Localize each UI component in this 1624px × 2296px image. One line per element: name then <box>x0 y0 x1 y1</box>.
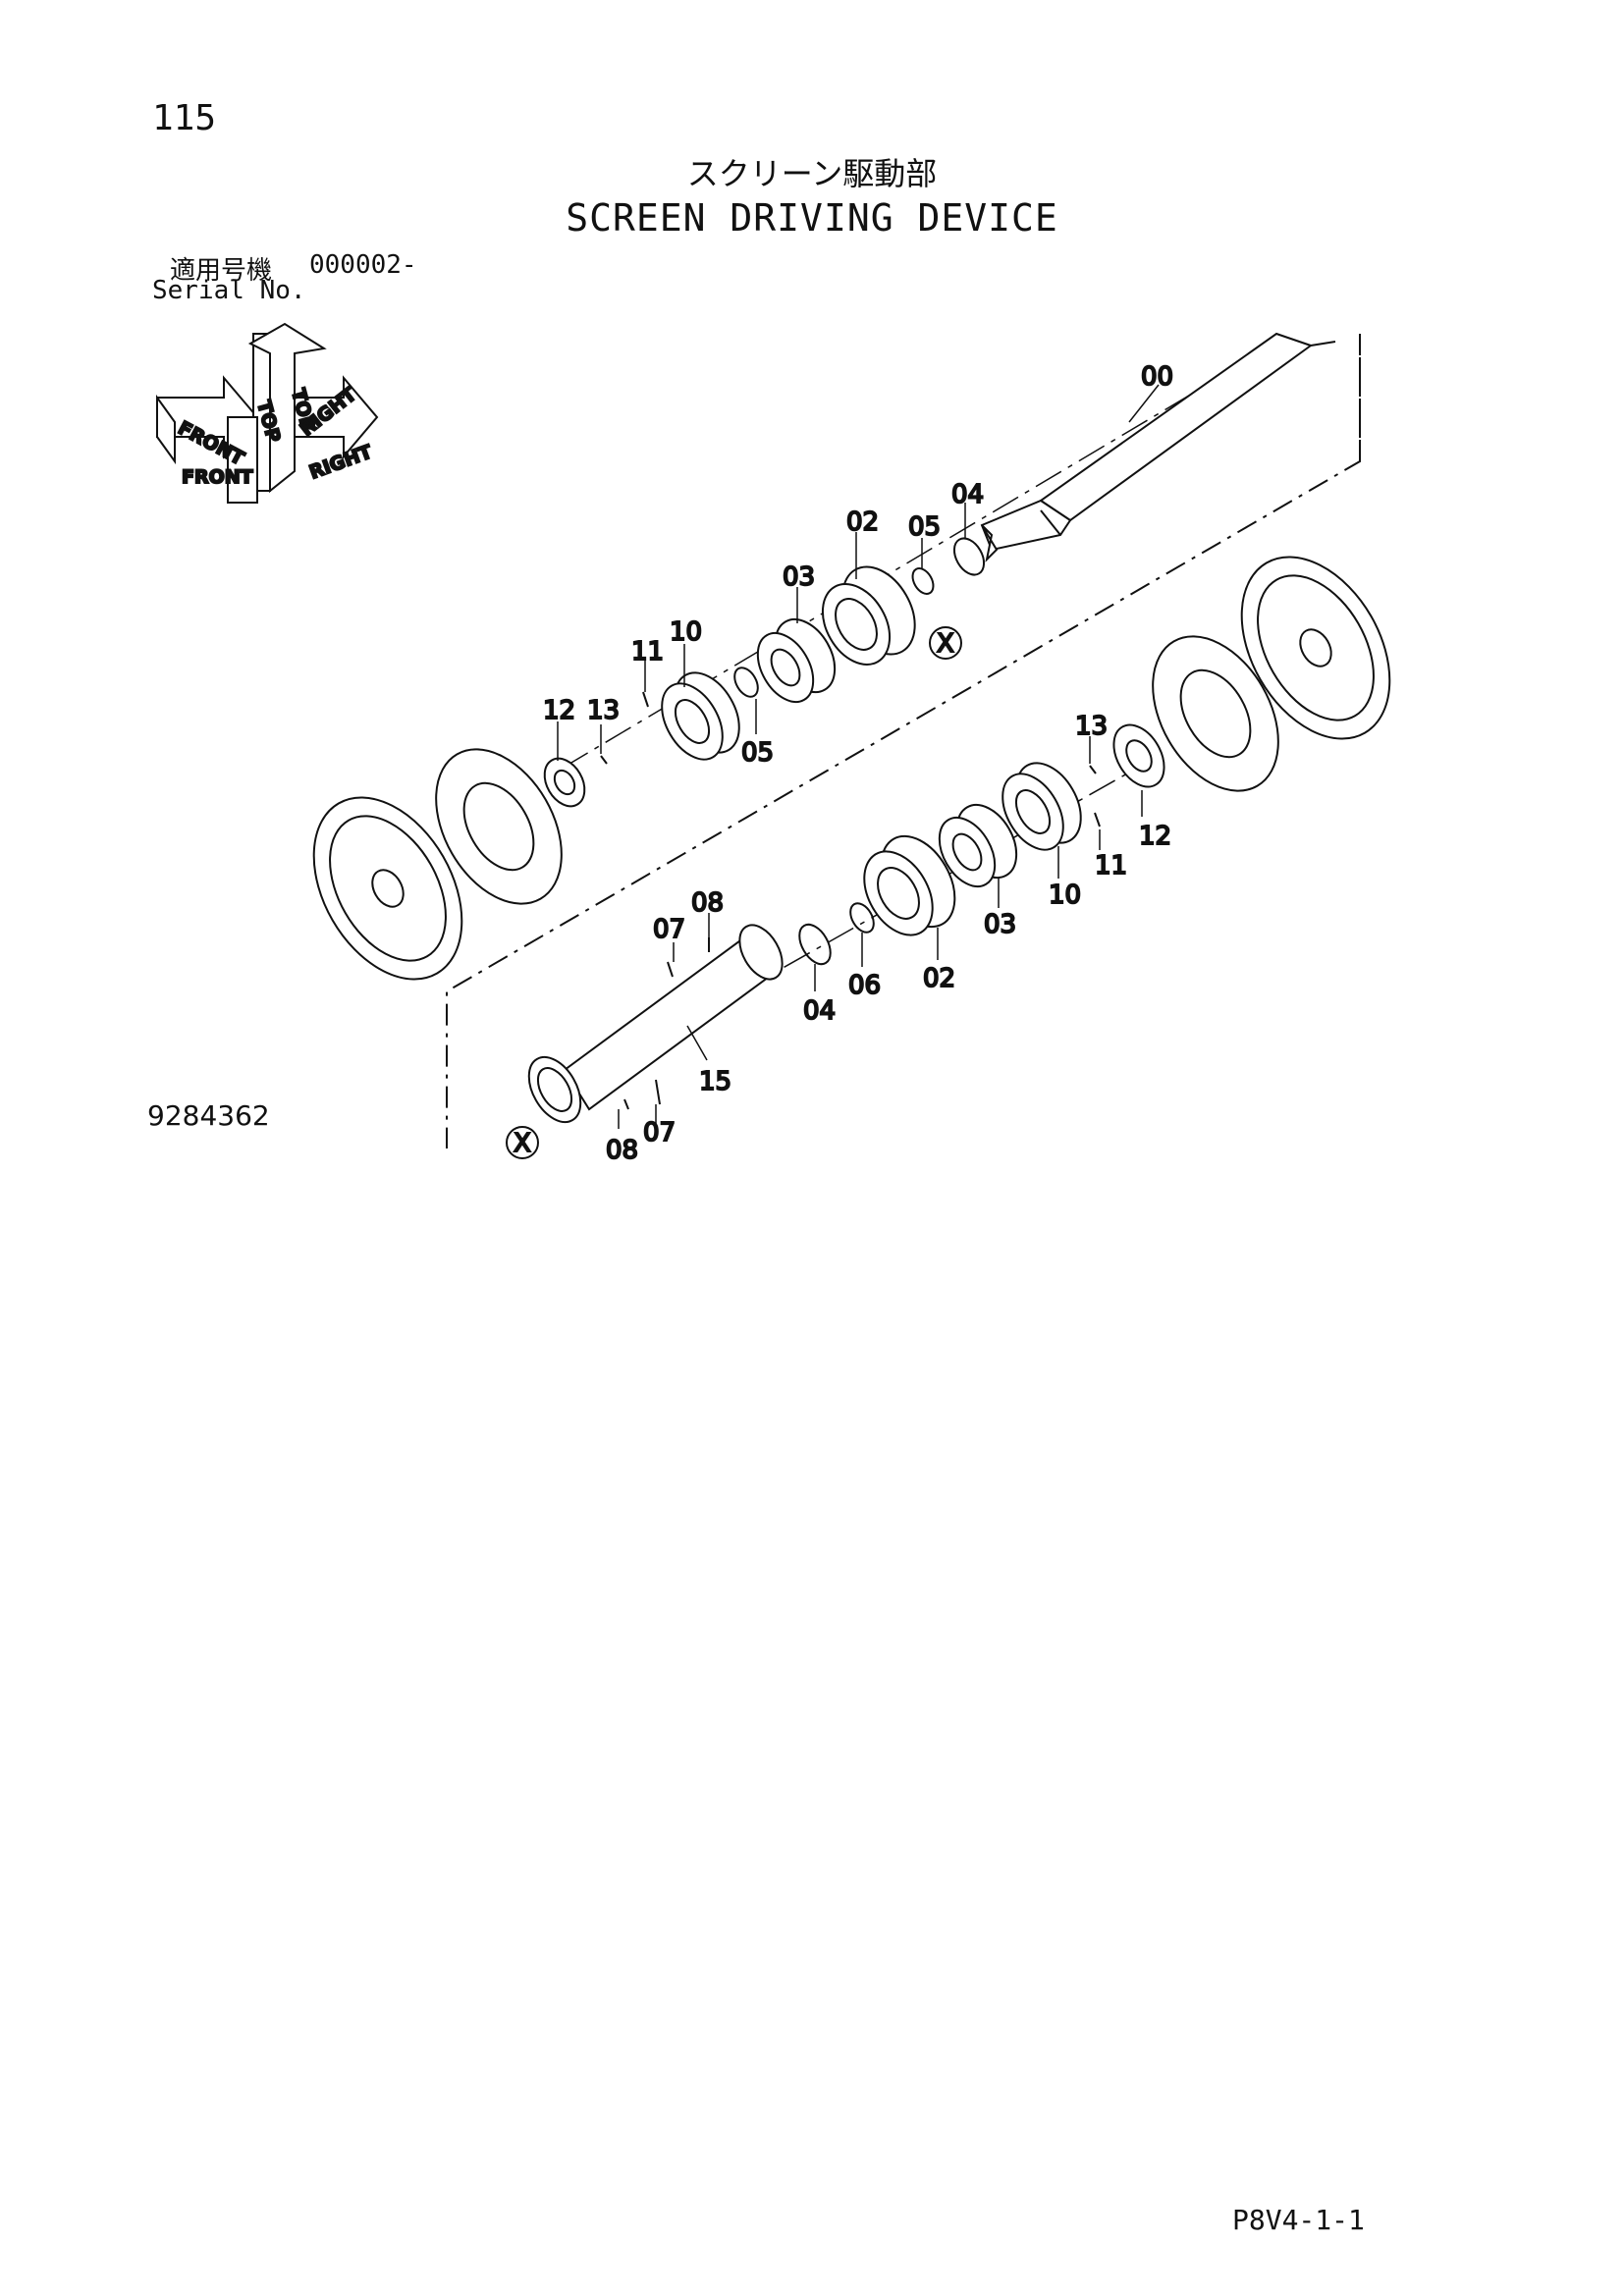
callout-08-lower: 08 <box>606 1136 638 1165</box>
callout-13-upper: 13 <box>587 696 620 725</box>
shaft-part-00 <box>980 332 1336 563</box>
reference-mark-x-lower <box>506 1126 539 1159</box>
part-04-lower-ring <box>798 923 832 966</box>
callout-05-lower-left: 05 <box>741 738 774 768</box>
part-15-tube <box>527 924 784 1124</box>
part-11-lower-bolt <box>1094 812 1101 828</box>
callout-03-lower: 03 <box>984 910 1016 939</box>
callout-07-upper: 07 <box>653 915 685 944</box>
page-code: P8V4-1-1 <box>1232 2204 1365 2236</box>
leader-lines <box>557 384 1160 1129</box>
callout-04-lower: 04 <box>803 996 836 1026</box>
orientation-front-label-2: FRONT <box>182 466 253 488</box>
callout-07-lower: 07 <box>643 1118 676 1148</box>
part-13-upper-pin <box>600 755 608 765</box>
callout-15: 15 <box>699 1067 731 1096</box>
part-05-upper-ring <box>911 567 935 595</box>
serial-number-value: 000002- <box>309 250 417 280</box>
serial-label: Serial No. <box>152 276 306 305</box>
page-number: 115 <box>152 98 217 138</box>
callout-11-lower: 11 <box>1095 851 1127 881</box>
callout-06: 06 <box>848 971 881 1000</box>
part-03-upper-bearing <box>756 618 837 704</box>
callout-13-lower: 13 <box>1075 712 1108 741</box>
callout-11-upper: 11 <box>631 637 664 667</box>
orientation-right-label-2: RIGHT <box>306 441 375 483</box>
part-06-ring <box>849 902 875 934</box>
part-10-upper-bearing <box>661 671 740 761</box>
reference-mark-x-upper <box>929 626 962 660</box>
left-flange-plate <box>435 748 563 905</box>
orientation-indicator: FRONT FRONT TOP TOP RIGHT RIGHT <box>156 322 379 504</box>
callout-04-upper: 04 <box>951 480 984 509</box>
callout-12-lower: 12 <box>1139 822 1171 851</box>
part-02-upper-housing <box>821 565 916 666</box>
part-03-lower-bearing <box>938 804 1018 888</box>
callout-10-upper: 10 <box>670 617 702 647</box>
reference-x-lower-label: X <box>514 1129 531 1158</box>
serial-label-japanese: 適用号機 <box>170 256 273 286</box>
part-07-upper-bolt <box>667 961 674 978</box>
assembly-boundary <box>446 334 1361 1148</box>
part-07-lower-bolt <box>655 1079 661 1105</box>
callout-02-upper: 02 <box>846 507 879 537</box>
page-title: SCREEN DRIVING DEVICE <box>566 196 1058 240</box>
drawing-number: 9284362 <box>147 1099 270 1132</box>
callout-00: 00 <box>1141 362 1173 392</box>
callout-12-upper: 12 <box>543 696 575 725</box>
part-12-upper-seal <box>543 757 586 808</box>
part-11-upper-bolt <box>642 691 649 708</box>
part-13-lower-pin <box>1089 765 1097 774</box>
part-04-upper-ring <box>952 537 986 576</box>
callout-05-upper: 05 <box>908 512 941 542</box>
callout-08-upper: 08 <box>691 888 724 918</box>
reference-x-upper-label: X <box>937 629 954 659</box>
callout-02-lower: 02 <box>923 964 955 993</box>
callout-03-upper: 03 <box>783 562 815 592</box>
part-10-lower-bearing <box>1001 762 1082 851</box>
right-wheel <box>1240 556 1391 740</box>
part-08-lower-washer <box>623 1098 629 1110</box>
part-02-lower-housing <box>863 834 956 936</box>
part-05-upper-small-ring <box>733 667 759 698</box>
right-flange-plate <box>1152 635 1279 792</box>
part-12-lower-seal <box>1112 723 1165 788</box>
page-title-japanese: スクリーン駆動部 <box>686 155 938 192</box>
callout-10-lower: 10 <box>1049 881 1081 910</box>
left-wheel <box>312 796 463 981</box>
